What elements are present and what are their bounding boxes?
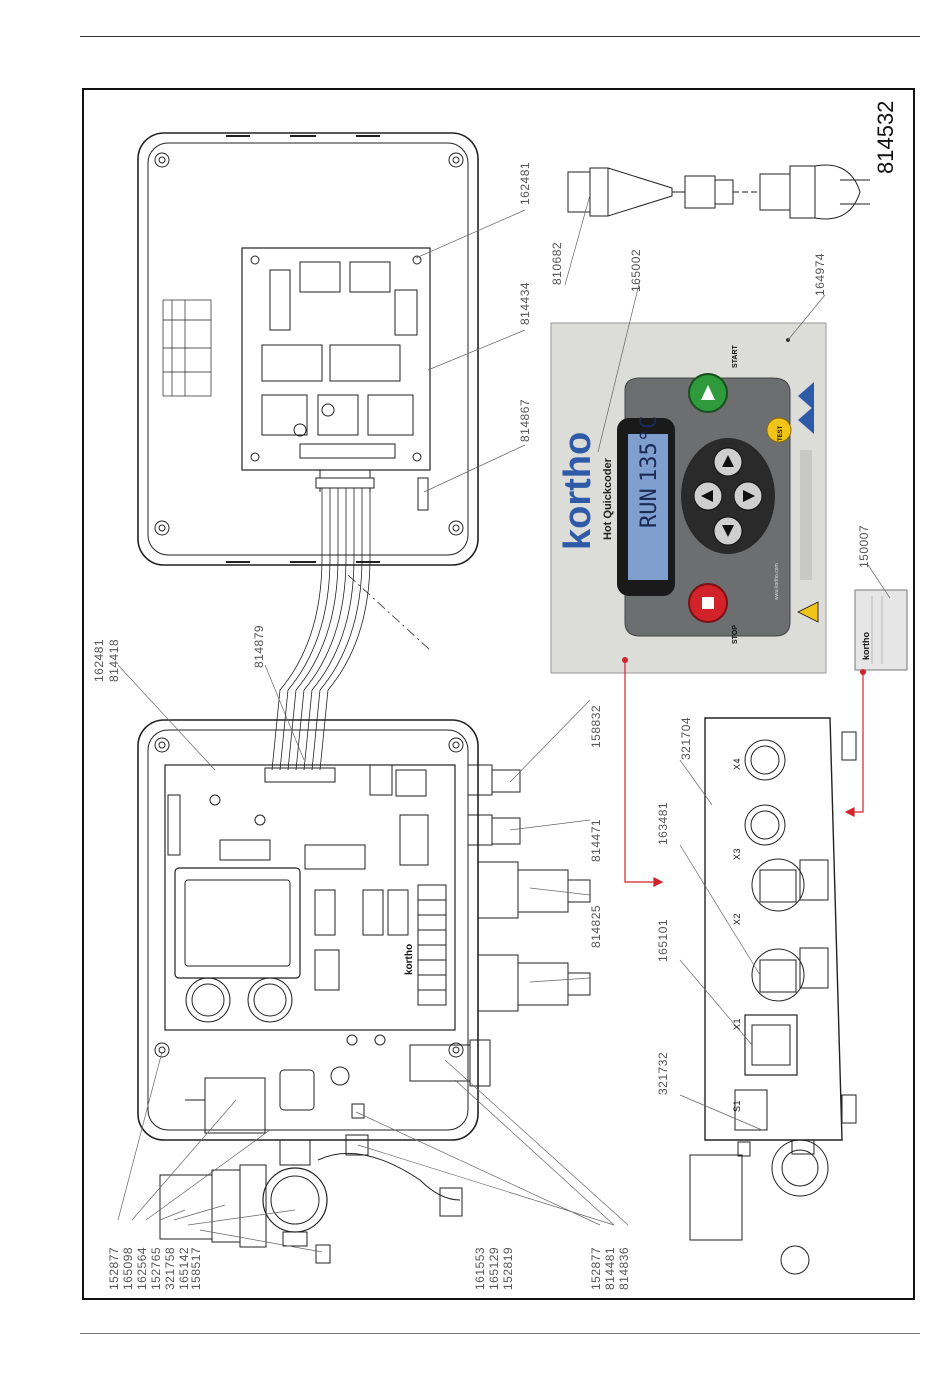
label-bottom-7: 161553 [473,1247,487,1290]
port-x2: X2 [732,913,742,925]
port-x1: X1 [732,1018,742,1030]
label-bottom-2: 162564 [135,1247,149,1290]
label-814418: 814418 [107,639,121,682]
lid-pcb [241,247,431,511]
enclosure-lid [137,132,479,566]
label-bottom-12: 814836 [617,1247,631,1290]
label-bottom-9: 152819 [501,1247,515,1290]
lid-label-table [162,299,212,397]
label-bottom-10: 152877 [589,1247,603,1290]
power-plug [567,164,870,220]
label-163481: 163481 [656,802,670,845]
nameplate [854,589,908,675]
port-x3: X3 [732,848,742,860]
start-label: START [732,344,739,368]
arrow-right-button[interactable] [733,481,763,511]
lcd-line-1: RUN [637,488,662,528]
label-bottom-11: 814481 [603,1247,617,1290]
main-pcb [164,764,456,1046]
panel-website: www.kortho.com [774,563,780,600]
read-manual-icon [798,406,814,434]
drawing-frame [82,88,915,1300]
label-bottom-8: 165129 [487,1247,501,1290]
label-814879: 814879 [252,625,266,668]
nameplate-brand: kortho [861,632,871,661]
info-icon [798,382,814,410]
label-165002: 165002 [629,249,643,292]
label-158832: 158832 [589,705,603,748]
label-321732: 321732 [656,1052,670,1095]
header-rule [80,36,920,37]
pressure-regulator [159,1103,463,1264]
leader-lines [117,194,891,1253]
test-button[interactable] [766,417,792,443]
pcb-brand: kortho [404,944,415,975]
panel-warning-text [800,450,812,580]
red-callout-lines [624,660,864,887]
base-glands [409,764,591,1087]
label-162481-left: 162481 [92,639,106,682]
drawing-number: 814532 [873,101,898,174]
label-810682: 810682 [550,242,564,285]
label-814825: 814825 [589,905,603,948]
ribbon-cable [271,488,431,771]
port-s1: S1 [732,1100,742,1112]
housing-side-view [689,717,857,1275]
arrow-left-button[interactable] [693,481,723,511]
start-button[interactable] [688,373,728,413]
label-150007: 150007 [857,525,871,568]
label-bottom-0: 152877 [107,1247,121,1290]
panel-brand-logo: kortho [557,432,599,550]
label-bottom-1: 165098 [121,1247,135,1290]
stop-button[interactable] [688,583,728,623]
stop-label: STOP [732,625,739,644]
keypad-cluster [681,438,775,554]
control-panel [550,322,827,674]
label-814434: 814434 [518,282,532,325]
test-label: TEST [778,425,784,441]
label-165101: 165101 [656,919,670,962]
lcd-line-2: 135°C [637,416,662,482]
port-x4: X4 [732,758,742,770]
label-162481-top: 162481 [518,162,532,205]
lcd-screen [628,434,668,580]
panel-product-name: Hot Quickcoder [602,457,614,540]
label-bottom-4: 321758 [163,1247,177,1290]
label-bottom-3: 152765 [149,1247,163,1290]
label-bottom-5: 165142 [177,1247,191,1290]
arrow-up-button[interactable] [713,447,743,477]
label-814867: 814867 [518,399,532,442]
label-bottom-6: 158517 [189,1247,203,1290]
label-321704: 321704 [679,717,693,760]
footer-rule [80,1333,920,1334]
warning-icon [797,601,819,623]
label-814471: 814471 [589,819,603,862]
solenoid-valve [185,1066,350,1134]
arrow-down-button[interactable] [713,516,743,546]
label-164974: 164974 [813,253,827,296]
